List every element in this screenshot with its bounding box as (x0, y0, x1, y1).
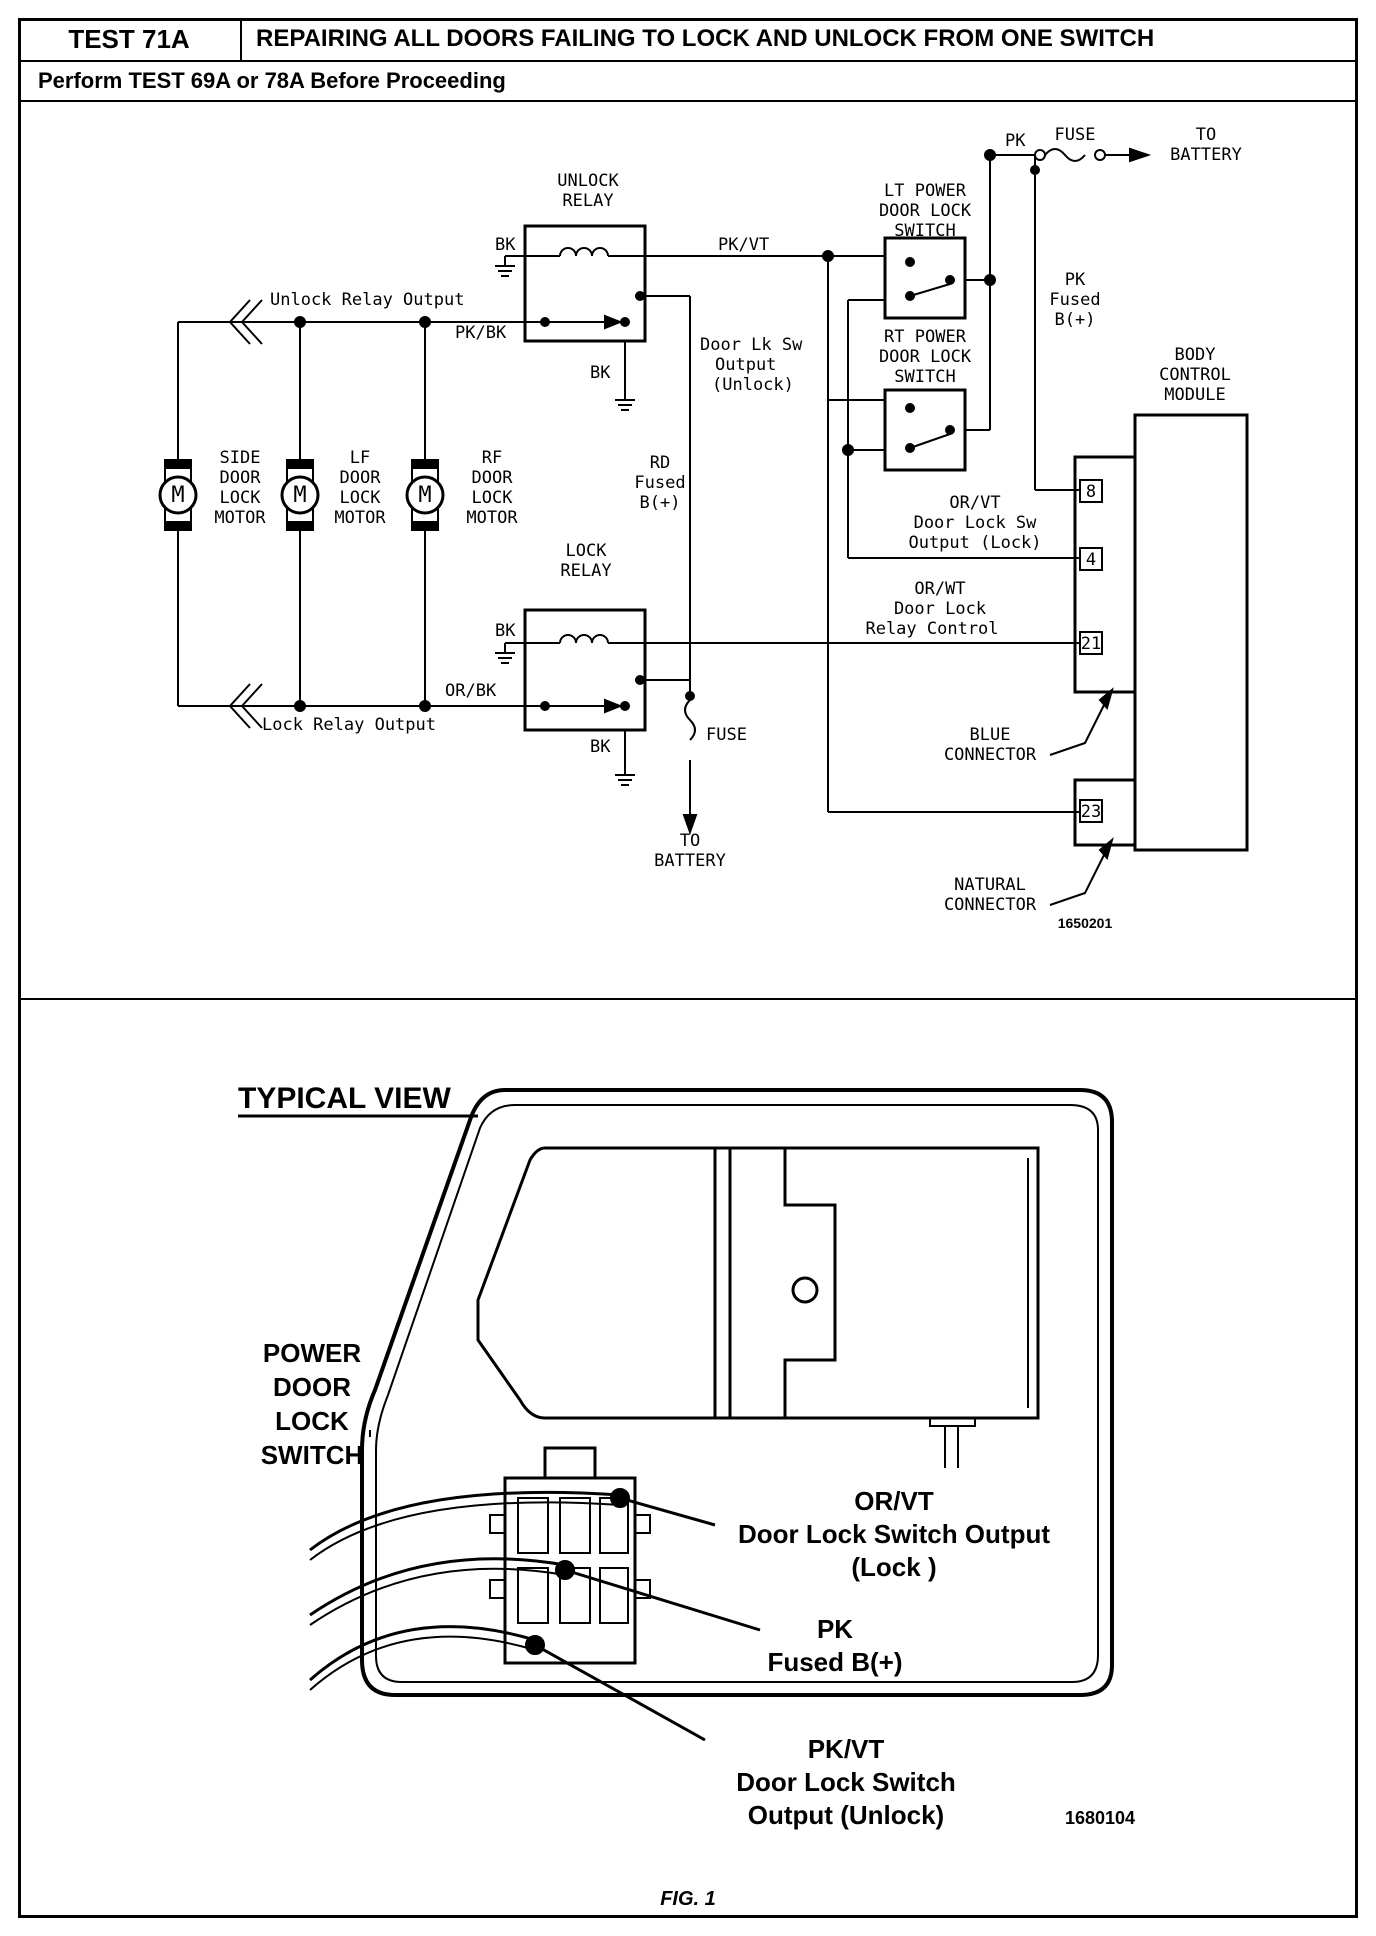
power-switch-label-4: SWITCH (261, 1440, 364, 1470)
rf-motor-label-3: LOCK (472, 488, 514, 508)
blue-connector-label-2: CONNECTOR (944, 745, 1037, 765)
lf-motor-label-3: LOCK (340, 488, 382, 508)
side-motor-label-4: MOTOR (214, 508, 266, 528)
door-lk-sw-label-2: Output (715, 355, 776, 375)
rt-switch-label-2: DOOR LOCK (879, 347, 972, 367)
or-wt-label-2: Door Lock (894, 599, 986, 619)
pin-23: 23 (1081, 802, 1101, 822)
pk-vt-view-label-1: PK/VT (808, 1734, 885, 1764)
bk-label-1: BK (495, 235, 516, 255)
unlock-relay-coil (559, 247, 609, 257)
pk-vt-view-label-2: Door Lock Switch (736, 1767, 956, 1797)
rt-switch-label-3: SWITCH (894, 367, 955, 387)
blue-connector-box (1073, 455, 1137, 694)
test-number: TEST 71A (18, 18, 242, 60)
unlock-relay-label-2: RELAY (562, 191, 613, 211)
or-vt-lock-label-2: Door Lock Sw (914, 513, 1038, 533)
section-divider (18, 998, 1358, 1000)
or-vt-lock-label-3: Output (Lock) (908, 533, 1041, 553)
rd-fused-label-1: RD (650, 453, 670, 473)
to-battery-top-2: BATTERY (1170, 145, 1242, 165)
or-bk-label: OR/BK (445, 681, 497, 701)
rf-motor-label-1: RF (482, 448, 502, 468)
lf-motor-symbol: M (293, 483, 306, 508)
or-vt-view-label-3: (Lock ) (851, 1552, 936, 1582)
rf-motor-label-2: DOOR (472, 468, 514, 488)
pk-bk-label: PK/BK (455, 323, 507, 343)
lt-switch-label-3: SWITCH (894, 221, 955, 241)
rd-fused-label-2: Fused (634, 473, 685, 493)
blue-connector-label-1: BLUE (970, 725, 1011, 745)
pin-21: 21 (1081, 634, 1101, 654)
figure-caption: FIG. 1 (660, 1888, 716, 1910)
lock-relay-label-1: LOCK (566, 541, 608, 561)
lock-relay-coil (559, 634, 609, 644)
side-motor-label-1: SIDE (220, 448, 261, 468)
outer-frame (18, 18, 1358, 1918)
side-motor-symbol: M (171, 483, 184, 508)
lf-motor-label-2: DOOR (340, 468, 382, 488)
fuse-top-label: FUSE (1055, 125, 1096, 145)
or-vt-view-label-1: OR/VT (854, 1486, 934, 1516)
to-battery-top-1: TO (1196, 125, 1216, 145)
lt-switch-label-1: LT POWER (884, 181, 967, 201)
pk-vt-view-label-3: Output (Unlock) (748, 1800, 944, 1830)
lt-switch-label-2: DOOR LOCK (879, 201, 972, 221)
ref-number-1: 1650201 (1058, 915, 1113, 931)
pk-vt-label: PK/VT (718, 235, 769, 255)
ref-number-2: 1680104 (1065, 1808, 1135, 1828)
natural-connector-label-1: NATURAL (954, 875, 1026, 895)
header-bar: TEST 71A REPAIRING ALL DOORS FAILING TO … (18, 18, 1358, 62)
or-wt-label-3: Relay Control (865, 619, 998, 639)
bk-label-2: BK (590, 363, 611, 383)
to-battery-label-2: BATTERY (654, 851, 726, 871)
unlock-relay-label-1: UNLOCK (557, 171, 619, 191)
natural-connector-label-2: CONNECTOR (944, 895, 1037, 915)
to-battery-label-1: TO (680, 831, 700, 851)
pk-view-label-1: PK (817, 1614, 853, 1644)
side-motor-label-2: DOOR (220, 468, 262, 488)
lock-relay-label-2: RELAY (560, 561, 611, 581)
bk-label-4: BK (590, 737, 611, 757)
pk-fused-label-2: Fused (1049, 290, 1100, 310)
pk-fused-label-1: PK (1065, 270, 1086, 290)
power-switch-label-3: LOCK (275, 1406, 349, 1436)
lt-switch-box (883, 236, 967, 320)
pk-top-label: PK (1005, 131, 1026, 151)
unlock-relay-box (523, 224, 647, 343)
lock-relay-box (523, 608, 647, 732)
or-wt-label-1: OR/WT (914, 579, 965, 599)
lf-motor-label-1: LF (350, 448, 370, 468)
rf-motor-symbol: M (418, 483, 431, 508)
pk-view-label-2: Fused B(+) (767, 1647, 902, 1677)
bcm-label-1: BODY (1175, 345, 1216, 365)
pin-4: 4 (1086, 550, 1096, 570)
or-vt-view-label-2: Door Lock Switch Output (738, 1519, 1050, 1549)
door-lk-sw-label-1: Door Lk Sw (700, 335, 803, 355)
power-switch-label-1: POWER (263, 1338, 361, 1368)
rd-fused-label-3: B(+) (640, 493, 681, 513)
bk-label-3: BK (495, 621, 516, 641)
side-motor-label-3: LOCK (220, 488, 262, 508)
body-control-module (1133, 413, 1249, 852)
typical-view-title: TYPICAL VIEW (238, 1082, 451, 1115)
door-lk-sw-label-3: (Unlock) (712, 375, 794, 395)
test-title: REPAIRING ALL DOORS FAILING TO LOCK AND … (256, 25, 1155, 52)
pin-8: 8 (1086, 482, 1096, 502)
lf-motor-label-4: MOTOR (334, 508, 386, 528)
or-vt-lock-label-1: OR/VT (949, 493, 1000, 513)
fuse-label-relay: FUSE (706, 725, 747, 745)
bcm-label-2: CONTROL (1159, 365, 1231, 385)
rf-motor-label-4: MOTOR (466, 508, 518, 528)
prerequisite-line: Perform TEST 69A or 78A Before Proceedin… (18, 62, 1358, 102)
power-switch-label-2: DOOR (273, 1372, 351, 1402)
unlock-relay-output-label: Unlock Relay Output (270, 290, 464, 310)
lock-relay-output-label: Lock Relay Output (262, 715, 436, 735)
rt-switch-label-1: RT POWER (884, 327, 967, 347)
bcm-label-3: MODULE (1164, 385, 1225, 405)
pk-fused-label-3: B(+) (1055, 310, 1096, 330)
